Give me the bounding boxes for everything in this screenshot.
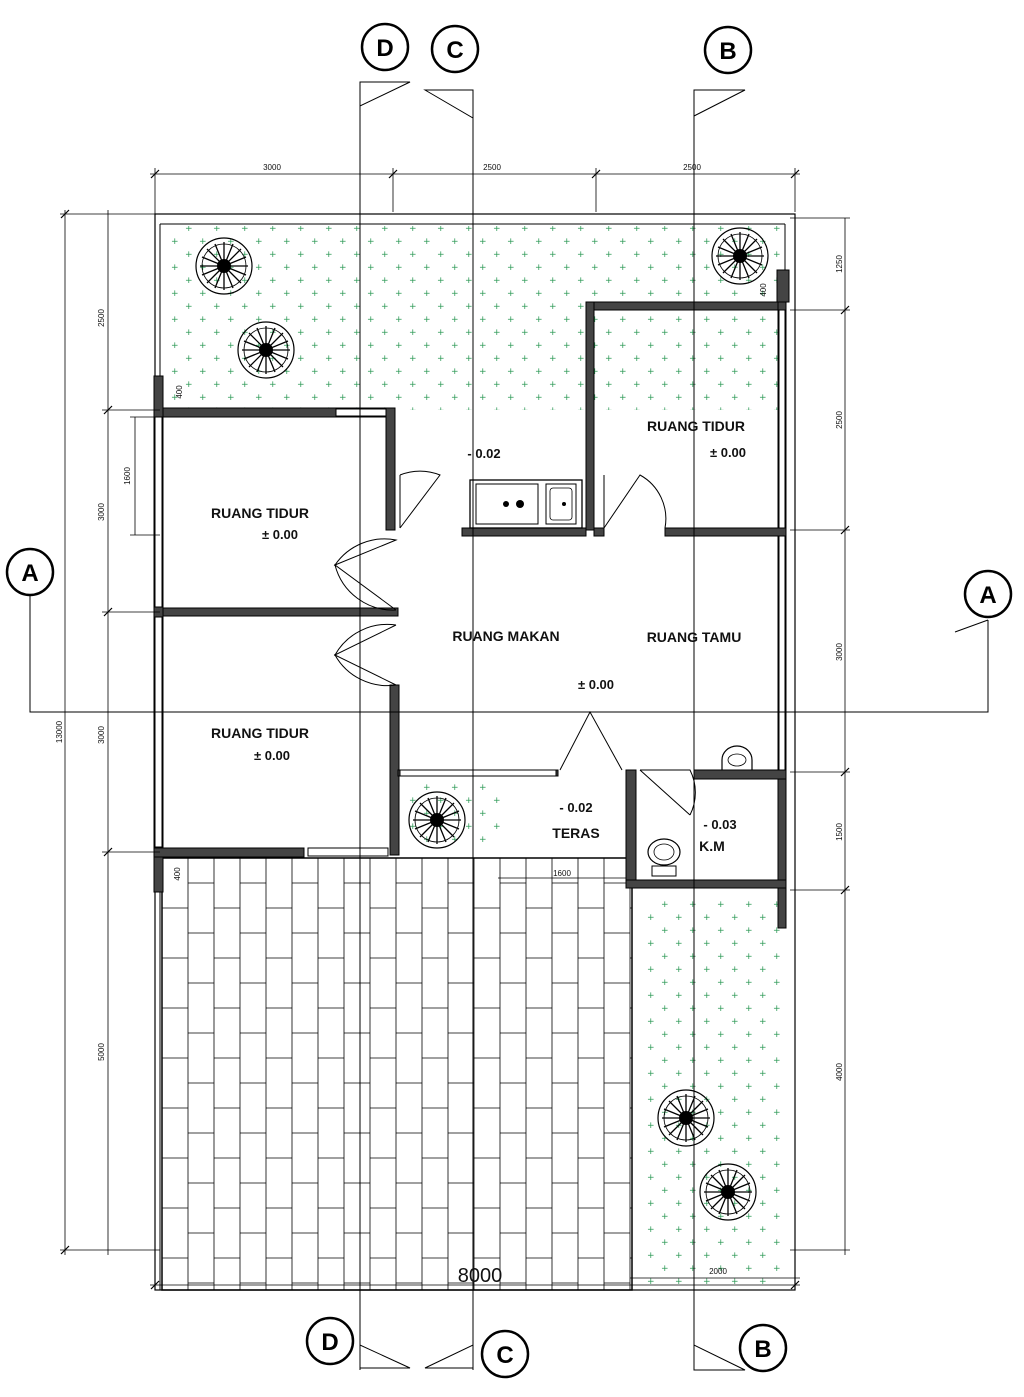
stove-icon [469,479,583,529]
elevation-main: ± 0.00 [578,677,614,692]
section-marker-right-a: A [963,569,1013,619]
dim-left-4: 5000 [97,1043,106,1061]
section-marker-bottom-c: C [480,1329,530,1379]
tree-icon [711,227,769,285]
elevation-bedroom-bottom: ± 0.00 [254,748,290,763]
dim-bottom-right: 2000 [709,1267,727,1276]
tree-icon [237,321,295,379]
dimension-lines [60,168,850,1286]
dim-right-2: 2500 [835,411,844,429]
svg-text:A: A [979,582,996,609]
dim-left-2: 3000 [97,503,106,521]
section-marker-top-b: B [703,25,753,75]
room-label-bedroom-bottom: RUANG TIDUR [211,725,309,741]
section-marker-bottom-b: B [738,1323,788,1373]
section-lines [29,81,989,1371]
sink-icon [545,483,577,525]
svg-text:C: C [446,37,463,64]
elevation-kitchen: - 0.02 [467,446,500,461]
dim-right-3: 3000 [835,643,844,661]
dim-terrace-width: 1600 [553,869,571,878]
section-marker-top-c: C [430,24,480,74]
washbasin-icon [721,745,753,770]
dim-left-1: 2500 [97,309,106,327]
garden-top [168,226,780,410]
svg-text:B: B [754,1336,771,1363]
section-marker-top-d: D [360,22,410,72]
dim-right-1: 1250 [835,255,844,273]
dim-left-total: 13000 [55,720,64,743]
room-label-bedroom-left: RUANG TIDUR [211,505,309,521]
room-label-bathroom: K.M [699,838,725,854]
dim-left-small-2: 1600 [123,467,132,485]
section-marker-left-a: A [5,547,55,597]
dim-top-3: 2500 [683,163,701,172]
toilet-icon [647,838,681,877]
elevation-bedroom-left: ± 0.00 [262,527,298,542]
dim-left-3: 3000 [97,726,106,744]
elevation-terrace: - 0.02 [559,800,592,815]
svg-text:A: A [21,560,38,587]
svg-text:C: C [496,1342,513,1369]
dim-right-4: 1500 [835,823,844,841]
dimension-ticks [60,169,850,1290]
svg-text:D: D [321,1329,338,1356]
dim-top-2: 2500 [483,163,501,172]
dim-right-small: 400 [759,283,768,297]
carport-paving [161,857,633,1291]
dim-left-small-1: 400 [175,385,184,399]
section-marker-bottom-d: D [305,1316,355,1366]
elevation-bathroom: - 0.03 [703,817,736,832]
garden-right [640,900,780,1290]
dim-right-5: 4000 [835,1063,844,1081]
room-label-living: RUANG TAMU [647,629,742,645]
dim-top-1: 3000 [263,163,281,172]
dim-bottom-total: 8000 [458,1265,503,1287]
room-label-bedroom-top: RUANG TIDUR [647,418,745,434]
elevation-bedroom-top: ± 0.00 [710,445,746,460]
tree-icon [408,791,466,849]
tree-icon [699,1163,757,1221]
tree-icon [195,237,253,295]
dim-left-small-3: 400 [173,867,182,881]
windows [154,309,786,857]
room-label-dining: RUANG MAKAN [452,628,559,644]
svg-text:D: D [376,35,393,62]
tree-icon [657,1089,715,1147]
room-label-terrace: TERAS [552,825,599,841]
svg-text:B: B [719,38,736,65]
